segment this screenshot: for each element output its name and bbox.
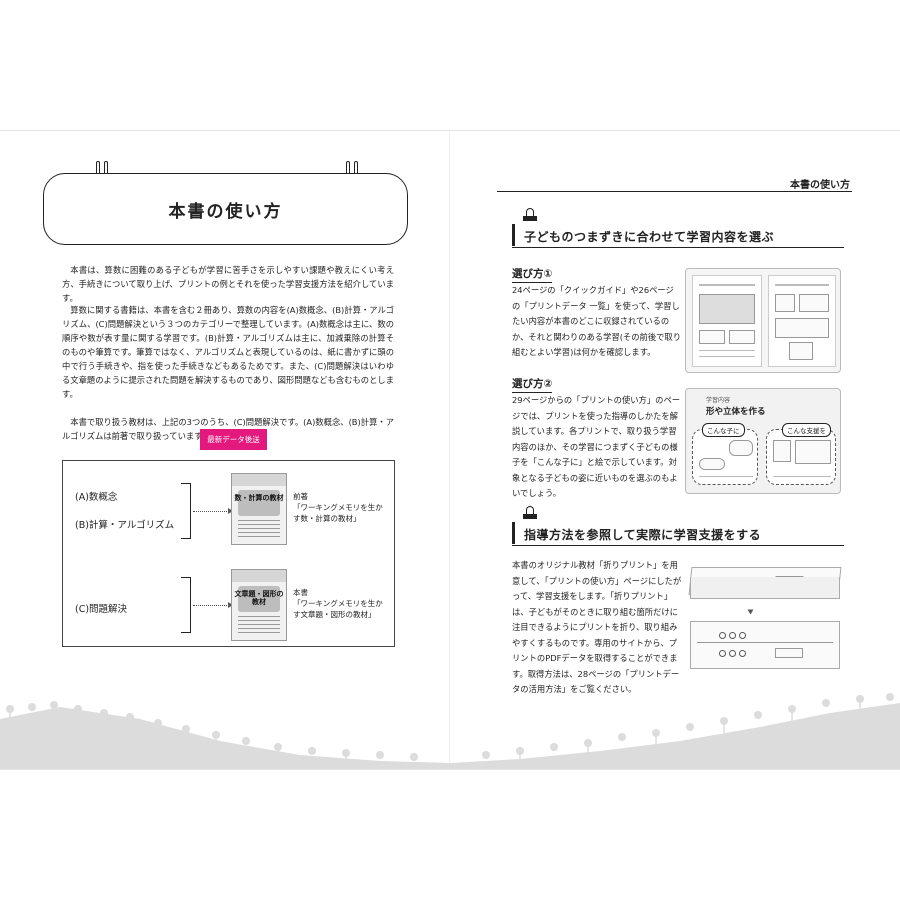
page-title-box: 本書の使い方: [43, 173, 408, 245]
bracket-c: [181, 577, 191, 633]
category-a-label: (A)数概念: [75, 492, 118, 503]
scope-paragraph: 本書で取り扱う教材は、上記の3つのうち、(C)問題解決です。(A)数概念、(B)…: [62, 415, 394, 443]
books-figure: (A)数概念 (B)計算・アルゴリズム 数・計算の教材 前著 「ワーキングメモリ…: [62, 460, 395, 647]
pending-data-badge: 最新データ後送: [200, 429, 267, 450]
gutter: [449, 131, 450, 769]
step-1-text: 24ページの「クイックガイド」や26ページの「プリントデータ 一覧」を使って、学…: [512, 285, 682, 357]
step-2-heading: 選び方②: [512, 376, 553, 393]
support-illustration: [766, 429, 836, 485]
book-cover-previous: 数・計算の教材: [231, 473, 287, 545]
clip-icon: [523, 208, 537, 224]
running-head: 本書の使い方: [497, 176, 852, 192]
decorative-wave-pattern: [0, 693, 900, 769]
arrow-right-icon: [228, 602, 233, 608]
step-3-text: 本書のオリジナル教材「折りプリント」を用意して、「プリントの使い方」ページにした…: [512, 560, 682, 694]
book1-caption: 前著 「ワーキングメモリを生かす数・計算の教材」: [293, 491, 388, 524]
card-small-label: 学習内容: [706, 397, 731, 404]
paragraph-1: 本書は、算数に困難のある子どもが学習に苦手さを示しやすい課題や教えにくい考え方、…: [62, 265, 394, 303]
book-spread: 本書の使い方 本書は、算数に困難のある子どもが学習に苦手さを示しやすい課題や教え…: [0, 130, 900, 770]
right-page: 本書の使い方 子どものつまずきに合わせて学習内容を選ぶ 選び方① 24ページの「…: [450, 131, 900, 769]
quick-guide-thumbnail: [685, 268, 841, 373]
intro-paragraph: 本書は、算数に困難のある子どもが学習に苦手さを示しやすい課題や教えにくい考え方、…: [62, 263, 394, 305]
arrow-line: [193, 511, 229, 512]
paragraph-3: 本書で取り扱う教材は、上記の3つのうち、(C)問題解決です。(A)数概念、(B)…: [62, 417, 394, 441]
book1-cover-title: 数・計算の教材: [234, 494, 284, 502]
card-title: 形や立体を作る: [706, 407, 766, 417]
book1-name: 「ワーキングメモリを生かす数・計算の教材」: [293, 503, 383, 523]
arrow-line: [193, 605, 229, 606]
step-2-text: 29ページからの「プリントの使い方」のページでは、プリントを使った指導のしかたを…: [512, 395, 681, 498]
step-1-heading: 選び方①: [512, 266, 553, 283]
categories-paragraph: 算数に関する書籍は、本書を含む２冊あり、算数の内容を(A)数概念、(B)計算・ア…: [62, 303, 394, 401]
print-usage-thumbnail: 学習内容 形や立体を作る こんな子に こんな支援を: [685, 388, 841, 494]
running-head-text: 本書の使い方: [790, 180, 850, 191]
section-2-title: 指導方法を参照して実際に学習支援をする: [524, 528, 762, 542]
arrow-down-icon: [747, 609, 754, 615]
fold-print-before-page: [690, 577, 840, 599]
category-c-label: (C)問題解決: [75, 604, 128, 615]
book2-cover-title: 文章題・図形の教材: [234, 590, 284, 606]
book-cover-this: 文章題・図形の教材: [231, 569, 287, 641]
page-title: 本書の使い方: [168, 201, 283, 222]
book2-name: 「ワーキングメモリを生かす文章題・図形の教材」: [293, 599, 383, 619]
section-2-header: 指導方法を参照して実際に学習支援をする: [512, 506, 844, 546]
book2-tag: 本書: [293, 588, 308, 597]
section-1-title: 子どものつまずきに合わせて学習内容を選ぶ: [524, 230, 775, 244]
category-b-label: (B)計算・アルゴリズム: [75, 520, 175, 531]
fold-print-after: [690, 621, 840, 669]
card-tag-support: こんな支援を: [782, 423, 831, 437]
clip-icon: [523, 506, 537, 522]
arrow-right-icon: [228, 508, 233, 514]
bracket-ab: [181, 483, 191, 539]
child-illustration: [692, 429, 758, 485]
paragraph-2: 算数に関する書籍は、本書を含む２冊あり、算数の内容を(A)数概念、(B)計算・ア…: [62, 305, 394, 399]
section-1-header: 子どものつまずきに合わせて学習内容を選ぶ: [512, 208, 844, 248]
book1-tag: 前著: [293, 492, 308, 501]
book2-caption: 本書 「ワーキングメモリを生かす文章題・図形の教材」: [293, 587, 388, 620]
card-tag-child: こんな子に: [702, 423, 745, 437]
left-page: 本書の使い方 本書は、算数に困難のある子どもが学習に苦手さを示しやすい課題や教え…: [0, 131, 450, 769]
